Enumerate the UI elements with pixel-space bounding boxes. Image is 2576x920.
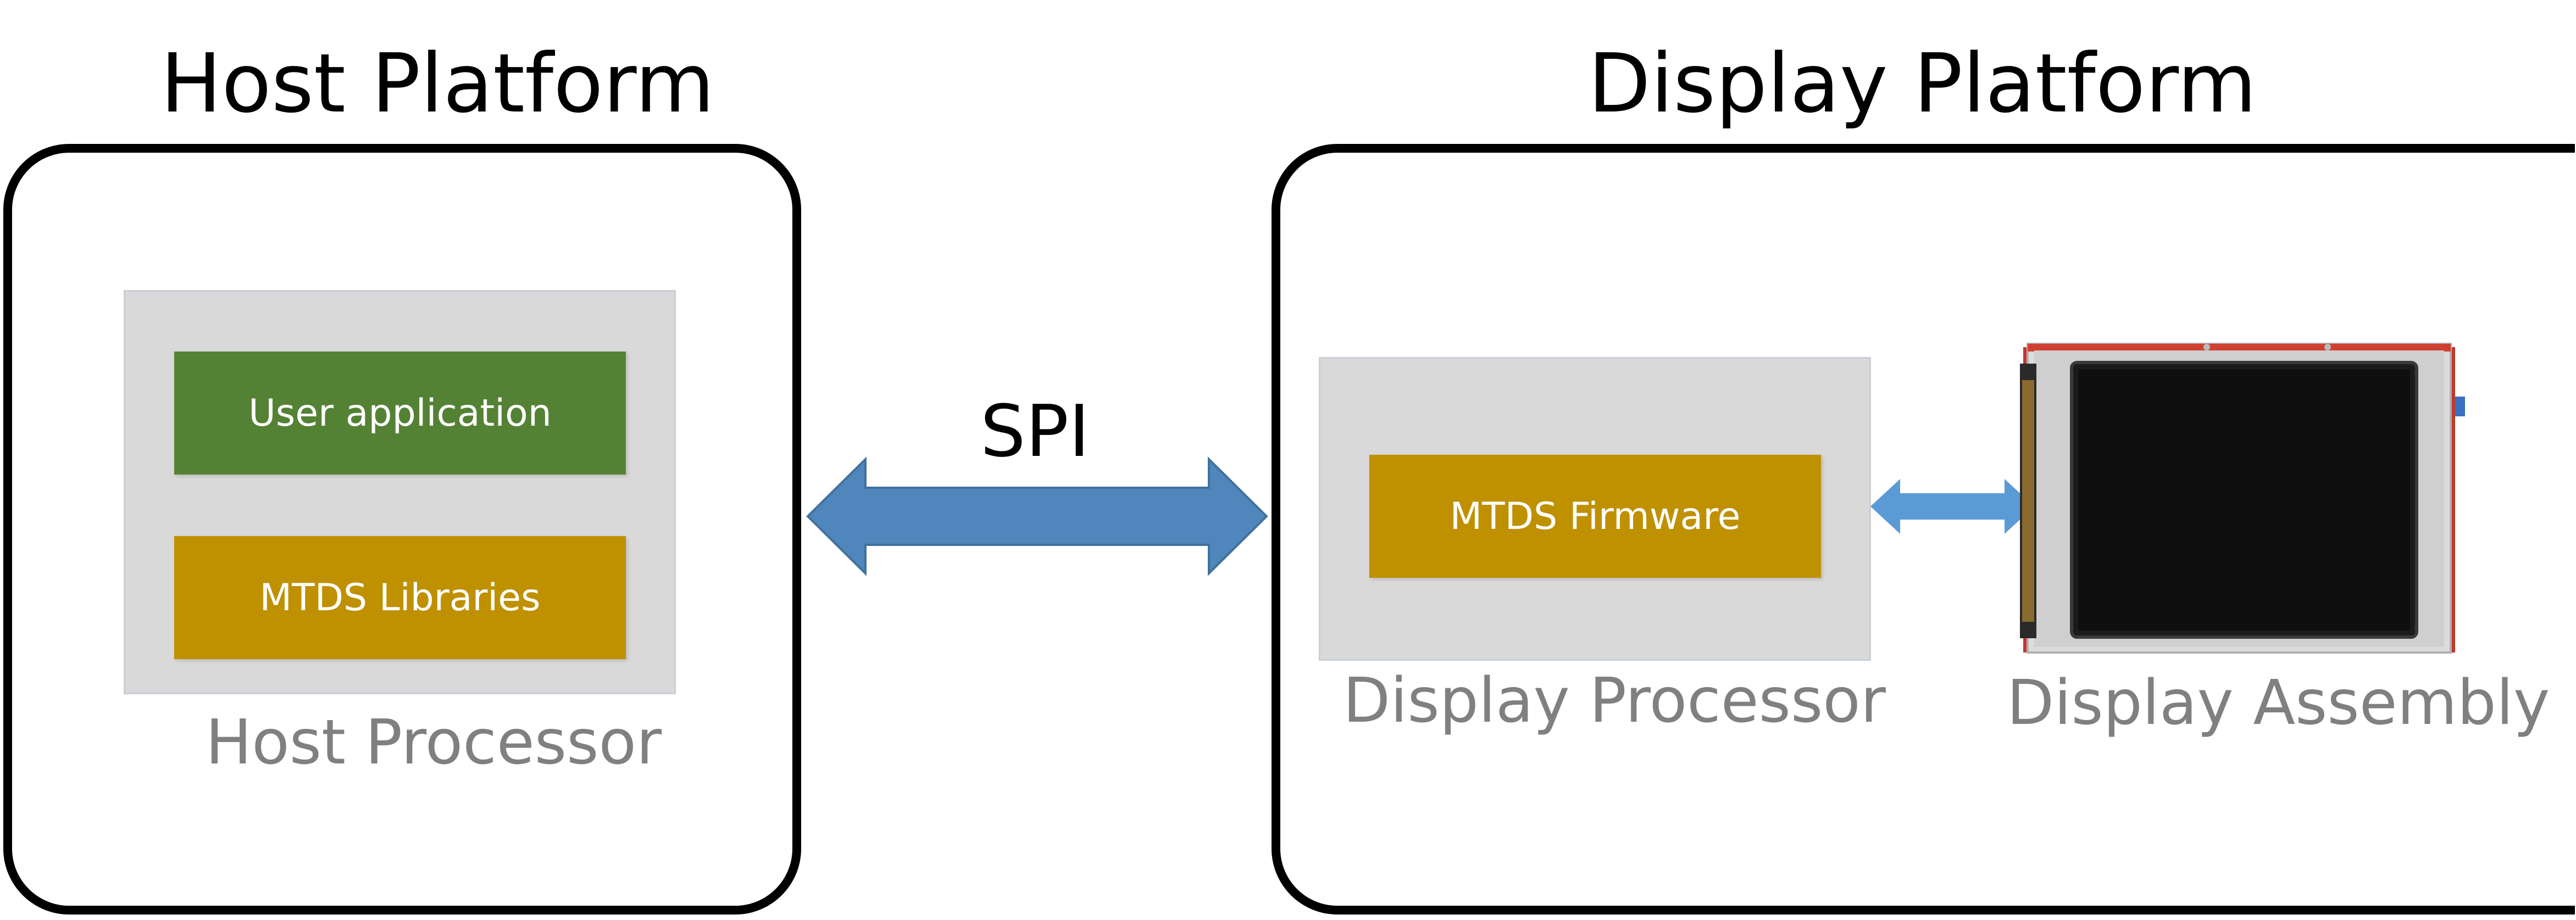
host-processor-label: Host Processor bbox=[206, 707, 662, 778]
display-assembly-label: Display Assembly bbox=[2007, 667, 2550, 739]
mtds-libraries-block: MTDS Libraries bbox=[174, 536, 626, 659]
firmware-display-arrow-shape bbox=[1870, 479, 2034, 534]
user-application-block: User application bbox=[174, 352, 626, 475]
display-assembly-image bbox=[2020, 343, 2465, 654]
display-platform-title: Display Platform bbox=[1588, 36, 2257, 131]
host-platform-title: Host Platform bbox=[160, 36, 715, 131]
spi-label: SPI bbox=[980, 389, 1090, 473]
spi-arrow-shape bbox=[806, 456, 1268, 576]
mtds-firmware-block: MTDS Firmware bbox=[1369, 455, 1821, 578]
display-processor-label: Display Processor bbox=[1343, 665, 1886, 737]
